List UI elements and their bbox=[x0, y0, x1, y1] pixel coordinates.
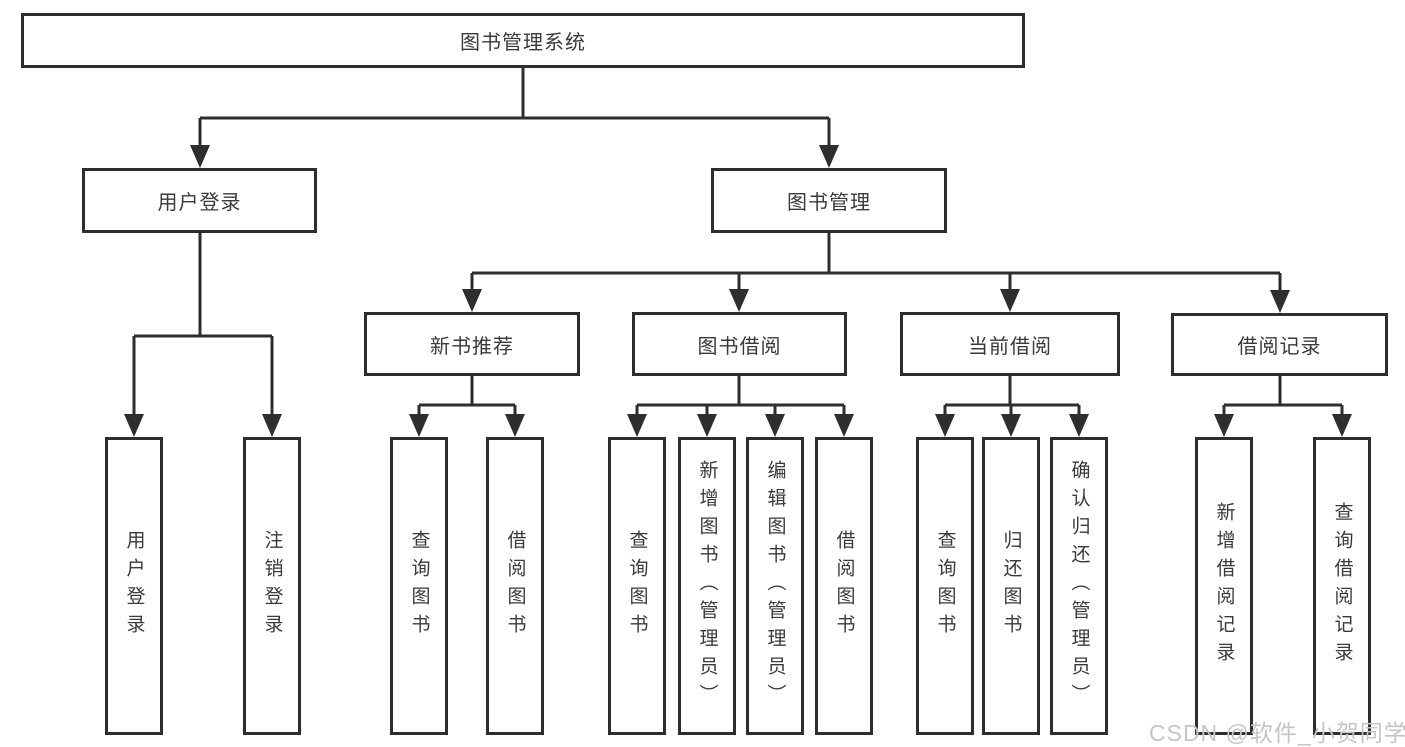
leaf-label: 新增图书（管理员） bbox=[696, 460, 718, 712]
node-label: 图书借阅 bbox=[697, 335, 782, 358]
node-new-book-recommend: 新书推荐 bbox=[364, 312, 580, 376]
node-borrowing-records: 借阅记录 bbox=[1171, 313, 1388, 376]
connector-lines bbox=[132, 68, 1344, 417]
leaf-logout: 注销登录 bbox=[243, 437, 301, 735]
csdn-watermark: CSDN @软件_小贺同学 bbox=[1149, 720, 1405, 746]
node-label: 用户登录 bbox=[157, 192, 242, 214]
node-label: 新书推荐 bbox=[430, 335, 514, 358]
leaf-user-login: 用户登录 bbox=[105, 437, 163, 735]
leaf-borrow-edit-books-admin: 编辑图书（管理员） bbox=[746, 437, 804, 735]
leaf-records-add-record: 新增借阅记录 bbox=[1195, 437, 1253, 735]
leaf-label: 注销登录 bbox=[261, 530, 283, 642]
leaf-label: 查询借阅记录 bbox=[1331, 502, 1353, 670]
leaf-newbook-borrow-books: 借阅图书 bbox=[486, 437, 544, 735]
leaf-current-query-books: 查询图书 bbox=[916, 437, 974, 735]
leaf-current-confirm-return-admin: 确认归还（管理员） bbox=[1050, 437, 1108, 735]
node-label: 图书管理系统 bbox=[460, 32, 586, 54]
leaf-label: 查询图书 bbox=[626, 530, 648, 642]
leaf-borrow-query-books: 查询图书 bbox=[608, 437, 666, 735]
node-user-login: 用户登录 bbox=[82, 168, 317, 233]
node-book-management: 图书管理 bbox=[711, 168, 947, 233]
leaf-label: 借阅图书 bbox=[833, 530, 855, 642]
node-book-borrowing: 图书借阅 bbox=[632, 312, 847, 376]
leaf-label: 查询图书 bbox=[408, 530, 430, 642]
node-current-borrowing: 当前借阅 bbox=[900, 312, 1120, 376]
leaf-label: 归还图书 bbox=[1000, 530, 1022, 642]
node-label: 图书管理 bbox=[787, 192, 871, 214]
leaf-label: 用户登录 bbox=[123, 530, 145, 642]
node-label: 借阅记录 bbox=[1237, 336, 1322, 358]
node-library-management-system: 图书管理系统 bbox=[21, 13, 1025, 68]
leaf-borrow-borrow-books: 借阅图书 bbox=[815, 437, 873, 735]
arrowheads bbox=[124, 145, 1352, 437]
node-label: 当前借阅 bbox=[968, 335, 1052, 358]
leaf-label: 查询图书 bbox=[934, 530, 956, 642]
leaf-label: 确认归还（管理员） bbox=[1068, 460, 1090, 712]
leaf-borrow-add-books-admin: 新增图书（管理员） bbox=[678, 437, 736, 735]
leaf-records-query-record: 查询借阅记录 bbox=[1313, 437, 1371, 735]
leaf-label: 借阅图书 bbox=[504, 530, 526, 642]
leaf-label: 新增借阅记录 bbox=[1213, 502, 1235, 670]
leaf-label: 编辑图书（管理员） bbox=[764, 460, 786, 712]
leaf-current-return-books: 归还图书 bbox=[982, 437, 1040, 735]
leaf-newbook-query-books: 查询图书 bbox=[390, 437, 448, 735]
